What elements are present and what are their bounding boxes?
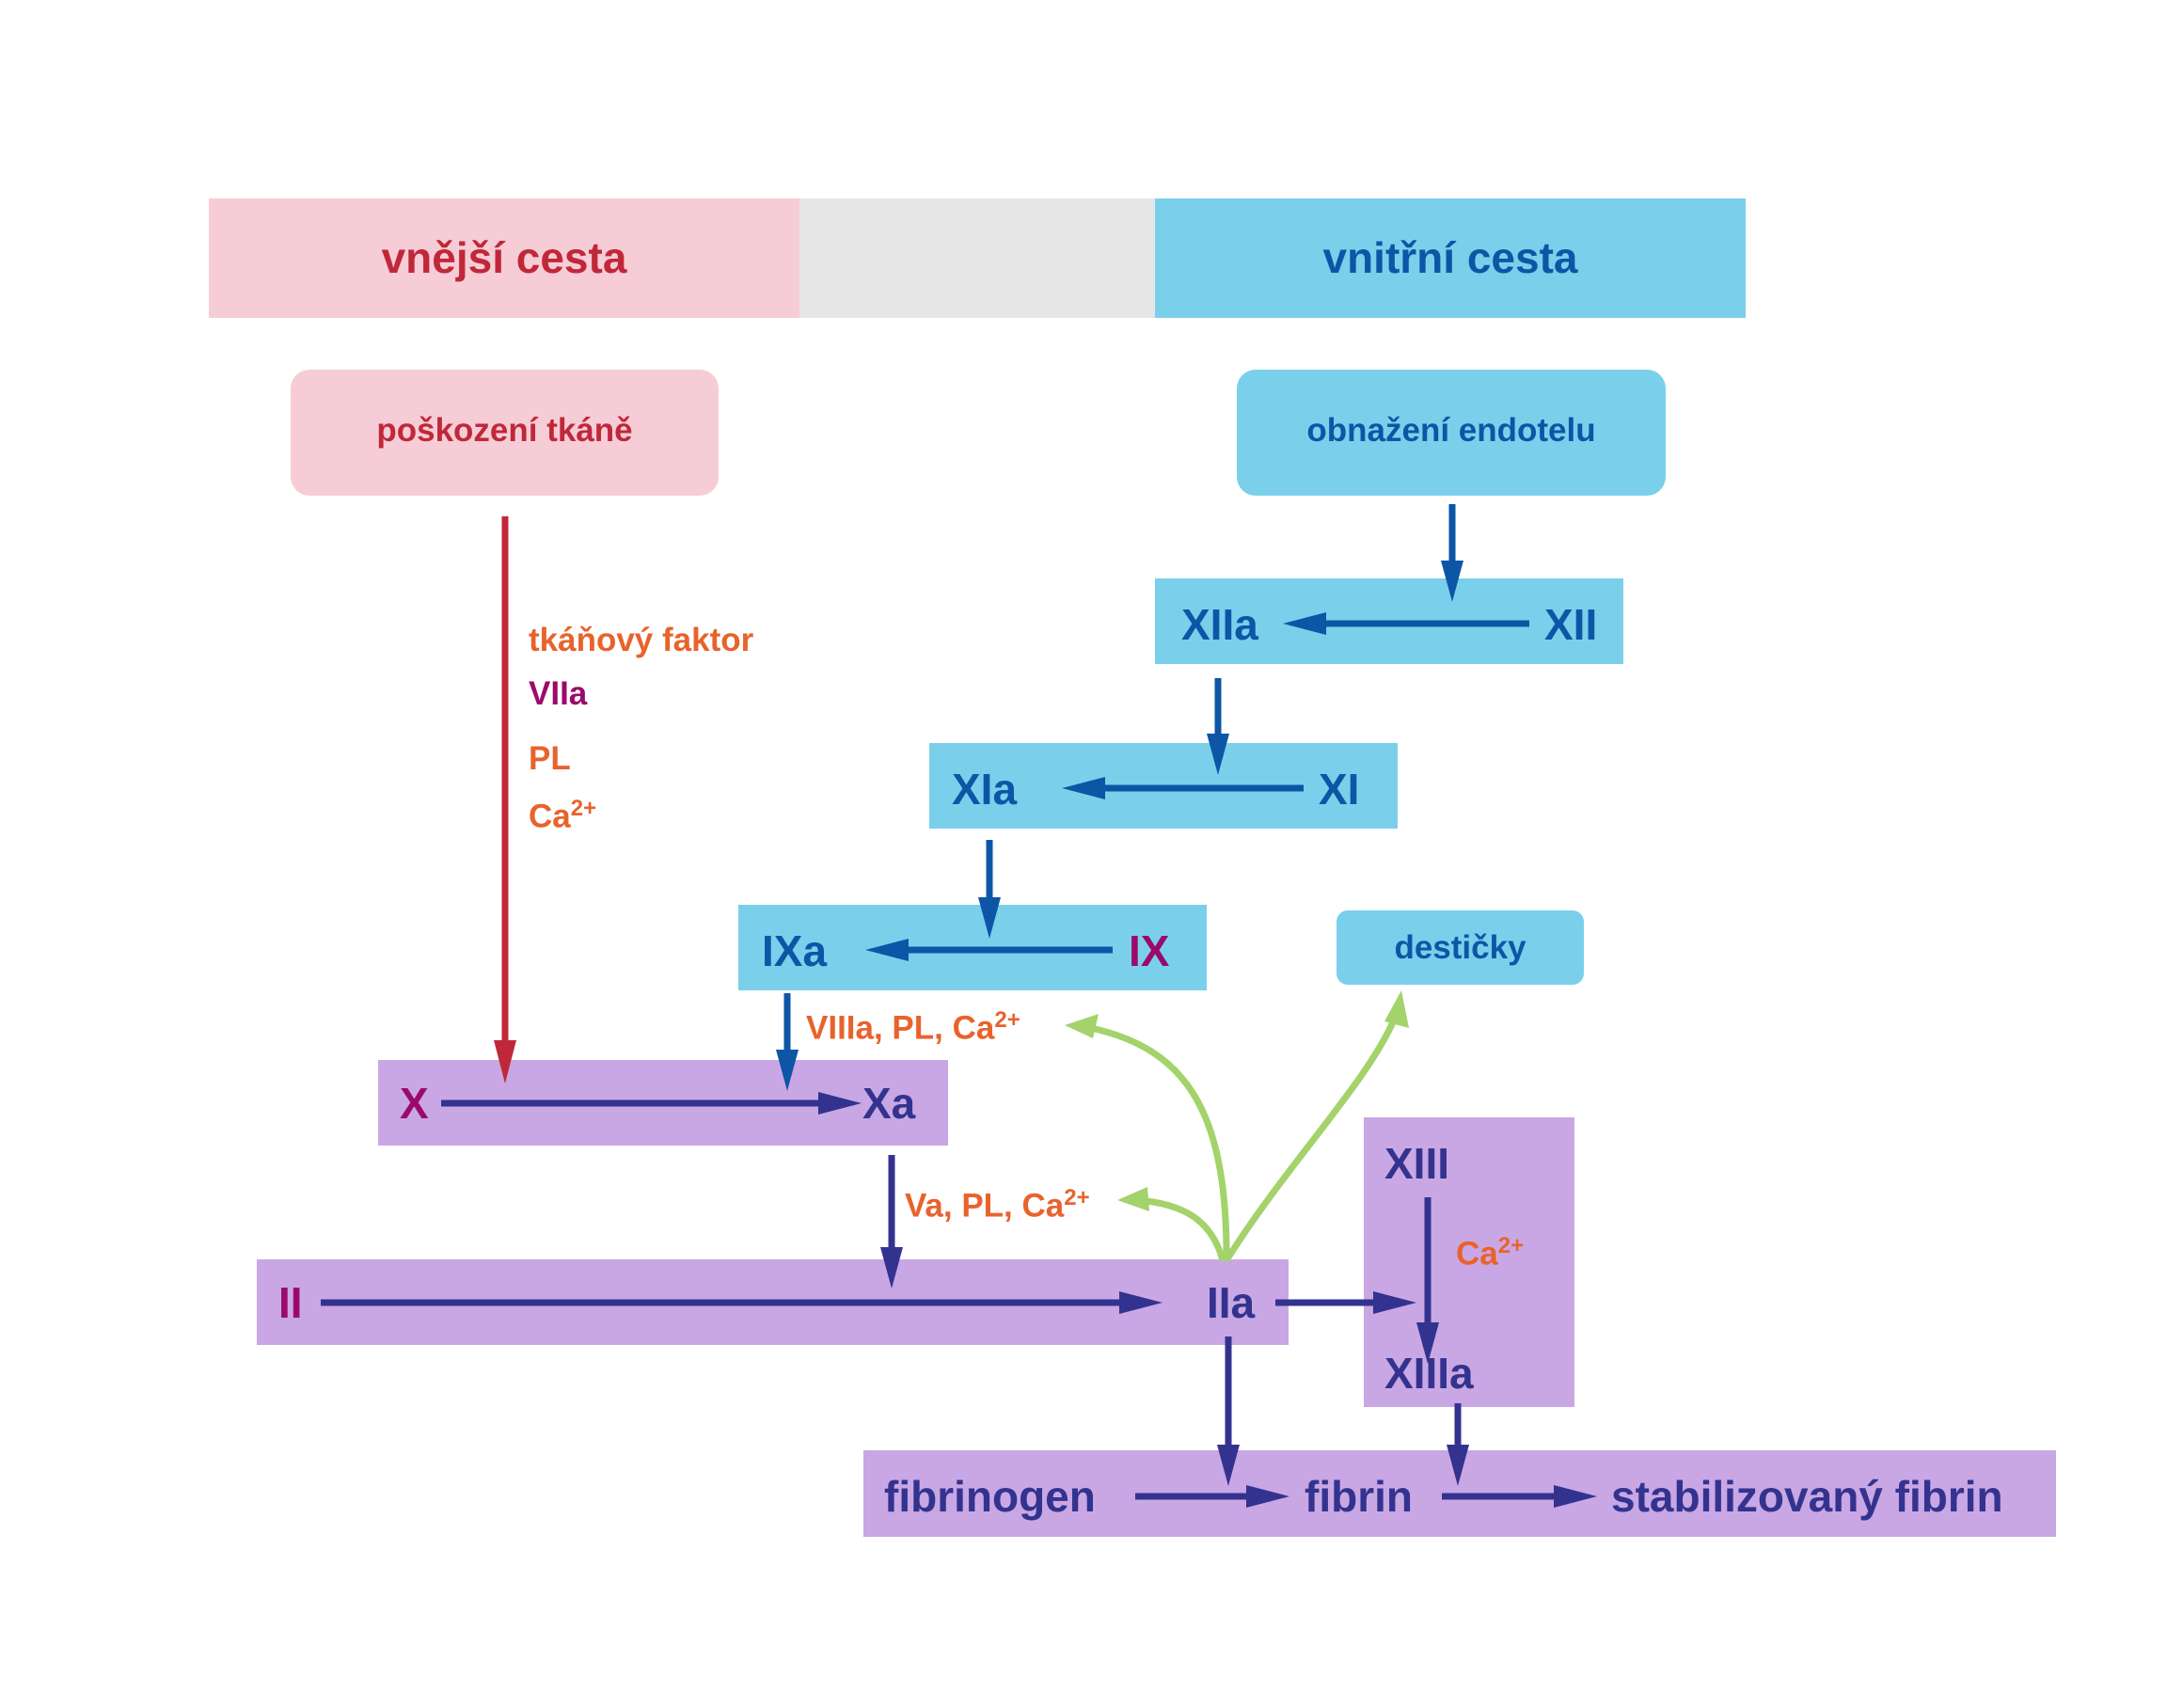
viiia-cofactors: VIIIa, PL, Ca2+ — [806, 1009, 1020, 1045]
common-pathway-arrows — [321, 1092, 1597, 1508]
stabilized-fibrin-label: stabilizovaný fibrin — [1611, 1472, 2003, 1521]
tissue-damage-label: poškození tkáně — [376, 412, 633, 449]
platelets-label: destičky — [1394, 929, 1526, 966]
header-extrinsic-band — [209, 198, 799, 318]
factor-ixa: IXa — [762, 926, 828, 975]
tissue-factor-label: tkáňový faktor — [529, 622, 754, 658]
intrinsic-pathway-label: vnitřní cesta — [1322, 233, 1578, 282]
factor-ii: II — [278, 1278, 303, 1327]
factor-xii: XII — [1544, 600, 1598, 649]
header-middle-band — [799, 198, 1155, 318]
endothelium-box — [1237, 370, 1666, 496]
calcium-charge: 2+ — [570, 796, 597, 821]
xiii-calcium: Ca2+ — [1456, 1235, 1524, 1271]
factor-xi: XI — [1319, 765, 1360, 814]
calcium-label: Ca2+ — [529, 798, 596, 833]
thrombin-feedback-arrowheads — [1065, 990, 1409, 1211]
fibrin-label: fibrin — [1305, 1472, 1413, 1521]
xiii-calcium-symbol: Ca — [1456, 1235, 1498, 1273]
factor-xiiia: XIIIa — [1384, 1349, 1474, 1398]
va-calcium-charge: 2+ — [1064, 1185, 1090, 1210]
xiii-calcium-charge: 2+ — [1497, 1233, 1525, 1258]
intrinsic-arrows — [776, 504, 1529, 1091]
calcium-symbol: Ca — [529, 798, 571, 835]
tissue-damage-box — [291, 370, 719, 496]
factor-xiii: XIII — [1384, 1139, 1450, 1188]
header-intrinsic-band — [1155, 198, 1746, 318]
factor-ix: IX — [1129, 926, 1170, 975]
factor-x: X — [400, 1079, 429, 1128]
factor-xa: Xa — [862, 1079, 916, 1128]
factor-xia: XIa — [952, 765, 1018, 814]
viia-label: VIIa — [529, 675, 588, 712]
thrombin-feedback-arrows — [1090, 1014, 1400, 1262]
pl-label: PL — [529, 740, 571, 777]
platelets-box — [1337, 910, 1584, 985]
factor-iia: IIa — [1207, 1278, 1256, 1327]
xiii-box — [1364, 1117, 1574, 1407]
factor-xiia: XIIa — [1181, 600, 1258, 649]
endothelium-label: obnažení endotelu — [1306, 412, 1596, 449]
va-cofactors: Va, PL, Ca2+ — [905, 1187, 1090, 1223]
va-cofactors-text: Va, PL, Ca — [905, 1187, 1065, 1225]
fibrinogen-label: fibrinogen — [884, 1472, 1096, 1521]
viiia-calcium-charge: 2+ — [994, 1007, 1020, 1033]
extrinsic-pathway-label: vnější cesta — [381, 233, 627, 282]
viiia-cofactors-text: VIIIa, PL, Ca — [806, 1009, 995, 1047]
extrinsic-arrow — [494, 516, 516, 1083]
